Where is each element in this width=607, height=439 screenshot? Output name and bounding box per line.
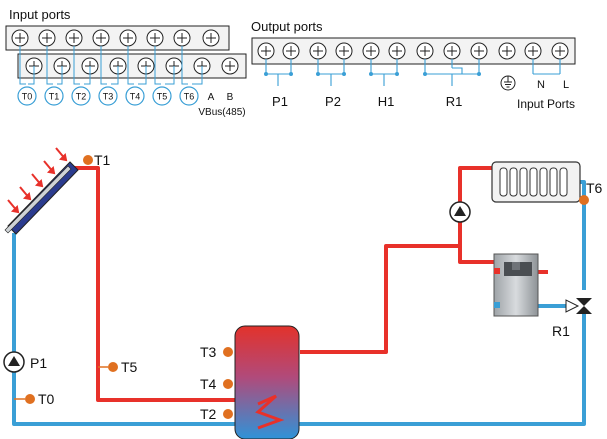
vbus-label: VBus(485)	[198, 107, 245, 118]
sensor-label: T2	[76, 92, 87, 102]
sensor-label: T0	[22, 92, 33, 102]
label-t2: T2	[200, 406, 217, 422]
pump-heating-icon	[449, 201, 471, 223]
power-pin-l: L	[563, 79, 569, 91]
sensor-label: T5	[157, 92, 168, 102]
sensor-label: T1	[49, 92, 60, 102]
sensor-t3-dot	[223, 347, 233, 357]
output-label-p1: P1	[272, 94, 288, 109]
input-bottom-strip	[17, 53, 247, 79]
input-sensor-terminals: T0 T1 T2 T3 T4 T5 T6	[17, 86, 199, 106]
earth-icon	[500, 75, 516, 91]
output-label-p2: P2	[325, 94, 341, 109]
label-t5: T5	[121, 359, 138, 375]
sun-arrows-icon	[7, 147, 68, 214]
tank-hot-pipe	[300, 244, 498, 354]
pump-collector-icon	[3, 351, 25, 373]
label-t6: T6	[586, 180, 603, 196]
output-label-r1: R1	[446, 94, 463, 109]
sensor-t6-dot	[579, 195, 589, 205]
output-label-h1: H1	[378, 94, 395, 109]
label-t3: T3	[200, 344, 217, 360]
bus-pin-b: B	[227, 92, 234, 103]
input-ports-power-label: Input Ports	[517, 97, 575, 111]
label-p1: P1	[30, 355, 47, 371]
label-r1: R1	[552, 323, 570, 339]
sensor-t2-dot	[223, 409, 233, 419]
output-strip	[251, 37, 576, 65]
power-pin-n: N	[537, 79, 545, 91]
auxiliary-boiler	[493, 253, 539, 317]
solar-collector	[4, 147, 79, 235]
label-t4: T4	[200, 376, 217, 392]
input-ports-title: Input ports	[9, 7, 71, 22]
input-top-screws	[11, 29, 220, 47]
sensor-t0-dot	[25, 394, 35, 404]
sensor-t1-dot	[83, 155, 93, 165]
tank-heat-coil	[255, 394, 285, 430]
sensor-t4-dot	[223, 379, 233, 389]
sensor-t5-dot	[108, 362, 118, 372]
three-way-valve-icon	[565, 298, 592, 314]
label-t0: T0	[38, 391, 55, 407]
sensor-label: T3	[103, 92, 114, 102]
output-wire-dots	[264, 72, 481, 76]
label-t1: T1	[94, 152, 111, 168]
output-screws	[257, 42, 569, 60]
collector-flow-pipe	[72, 166, 275, 402]
sensor-label: T6	[184, 92, 195, 102]
radiator	[491, 161, 581, 203]
output-ports-title: Output ports	[251, 19, 323, 34]
sensor-dots	[25, 155, 589, 419]
sensor-label: T4	[130, 92, 141, 102]
output-wires	[265, 59, 561, 86]
storage-tank	[234, 325, 300, 439]
bus-pin-a: A	[208, 92, 215, 103]
input-sensor-wires	[19, 46, 203, 85]
radiator-return-pipe	[580, 180, 586, 290]
